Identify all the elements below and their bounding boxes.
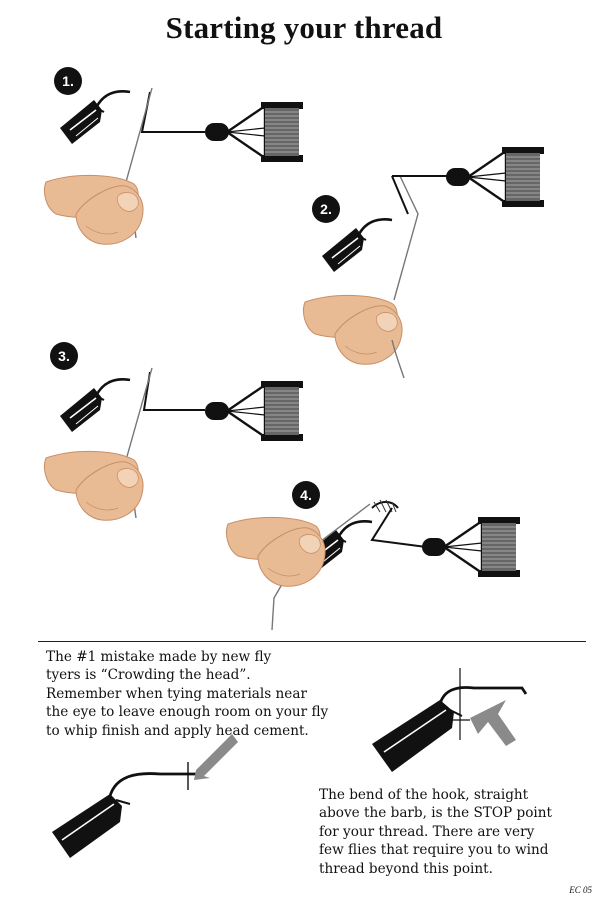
mistake-line: The #1 mistake made by new fly xyxy=(46,649,272,665)
eye-room-illustration xyxy=(52,734,238,858)
step-4-illustration xyxy=(225,481,522,631)
stop-point-illustration xyxy=(372,668,528,772)
mistake-line: to whip finish and apply head cement. xyxy=(46,722,309,739)
step-2-illustration xyxy=(302,145,546,379)
stop-line: for your thread. There are very xyxy=(319,823,535,840)
step-1-illustration xyxy=(43,67,305,245)
document-code: EC 05 xyxy=(569,885,592,895)
stop-line: above the barb, is the STOP point xyxy=(319,805,552,822)
stop-line: The bend of the hook, straight xyxy=(319,787,529,803)
step-2-label: 2. xyxy=(320,201,332,217)
step-3-illustration xyxy=(43,342,305,521)
mistake-line: tyers is “Crowding the head”. xyxy=(46,667,251,684)
step-3-label: 3. xyxy=(58,348,70,364)
mistake-paragraph: The #1 mistake made by new fly tyers is … xyxy=(46,648,328,740)
step-1-label: 1. xyxy=(62,73,74,89)
mistake-line: the eye to leave enough room on your fly xyxy=(46,704,329,721)
stop-point-paragraph: The bend of the hook, straight above the… xyxy=(319,786,552,878)
step-4-label: 4. xyxy=(300,487,312,503)
stop-line: thread beyond this point. xyxy=(319,860,493,877)
stop-line: few flies that require you to wind xyxy=(319,842,549,859)
page-title: Starting your thread xyxy=(165,10,443,45)
mistake-line: Remember when tying materials near xyxy=(46,685,307,702)
section-divider xyxy=(38,641,586,642)
